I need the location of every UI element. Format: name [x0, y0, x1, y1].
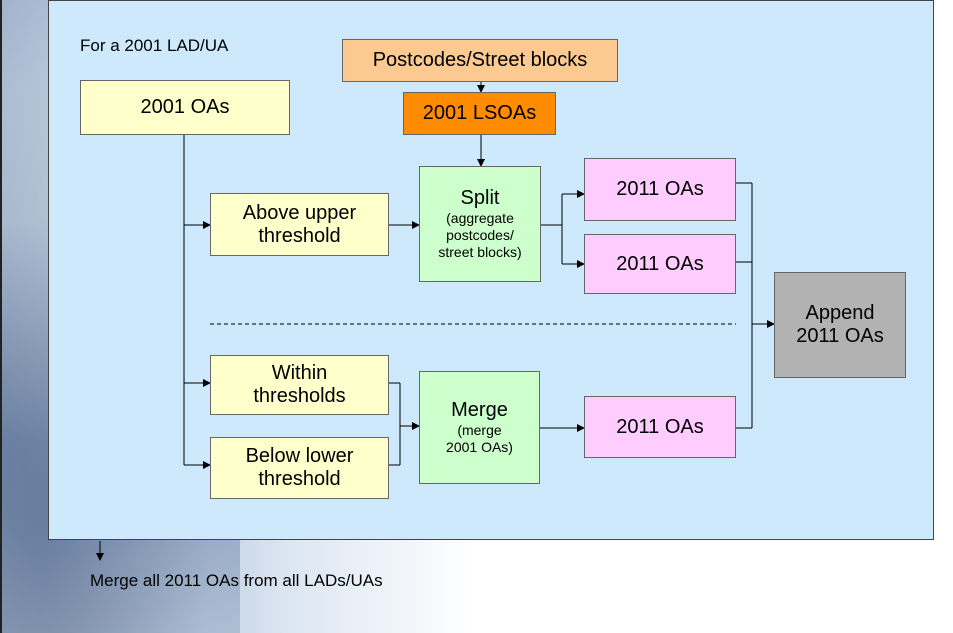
split-title: Split [460, 187, 500, 210]
box-2001-lsoas: 2001 LSOAs [403, 92, 556, 135]
above-line-1: Above upper [242, 201, 357, 224]
above-line-2: threshold [258, 224, 341, 247]
box-within-thresholds: Within thresholds [210, 355, 389, 415]
below-line-1: Below lower [245, 445, 354, 467]
merge-sub-2: 2001 OAs) [446, 439, 513, 455]
box-postcodes-label: Postcodes/Street blocks [372, 49, 588, 71]
diagram-title: For a 2001 LAD/UA [80, 36, 229, 55]
merge-title: Merge [451, 399, 508, 422]
box-above-upper-threshold: Above upper threshold [210, 193, 389, 256]
append-line-2: 2011 OAs [796, 325, 884, 347]
within-line-1: Within [271, 362, 328, 384]
box-merge: Merge (merge 2001 OAs) [419, 371, 540, 484]
split-sub-1: (aggregate [446, 210, 514, 227]
box-append-2011-oas: Append 2011 OAs [774, 272, 906, 378]
oas-b-label: 2011 OAs [616, 252, 704, 275]
footer-caption: Merge all 2011 OAs from all LADs/UAs [90, 571, 383, 590]
box-2001-oas-label: 2001 OAs [140, 96, 230, 118]
within-line-2: thresholds [253, 385, 346, 407]
merge-sub-1: (merge [457, 422, 502, 439]
box-2011-oas-a: 2011 OAs [584, 158, 736, 221]
split-sub-3: street blocks) [438, 243, 522, 260]
box-split: Split (aggregate postcodes/ street block… [419, 166, 541, 282]
box-postcodes-street-blocks: Postcodes/Street blocks [342, 39, 618, 82]
below-line-2: threshold [258, 468, 341, 490]
slide-left-border [0, 0, 2, 633]
box-2011-oas-b: 2011 OAs [584, 234, 736, 294]
box-below-lower-threshold: Below lower threshold [210, 437, 389, 499]
split-sub-2: postcodes/ [446, 227, 514, 244]
oas-c-label: 2011 OAs [616, 415, 704, 438]
box-2001-lsoas-label: 2001 LSOAs [422, 102, 537, 124]
box-2011-oas-c: 2011 OAs [584, 396, 736, 458]
oas-a-label: 2011 OAs [616, 178, 704, 200]
append-line-1: Append [805, 302, 875, 324]
box-2001-oas: 2001 OAs [80, 80, 290, 135]
